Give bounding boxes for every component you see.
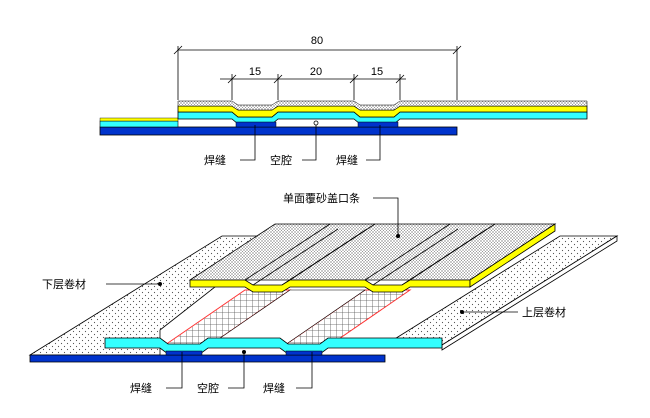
bottom-leader-lines [106,197,518,389]
bottom-weld-bar-left [165,350,203,356]
top-weld-right-label: 焊缝 [336,153,358,167]
dimension-total [173,45,462,100]
top-weld-left-label: 焊缝 [204,153,226,167]
top-sand-surface [177,100,588,111]
dimension-seg-mid-label: 20 [310,66,322,78]
top-left-yellow-strip [99,117,179,122]
upper-membrane-label: 上层卷材 [522,305,566,319]
bottom-cavity-marker [242,350,246,354]
cover-strip-surface [188,223,557,281]
upper-membrane-marker [460,310,464,314]
top-blue-base-layer [99,126,458,136]
top-cavity-marker [313,120,319,126]
bottom-cavity-label: 空腔 [197,381,219,395]
bottom-weld-bar-right [285,350,323,356]
top-cross-section: 80 15 20 15 焊缝 空腔 焊缝 [99,35,588,167]
cover-strip-ridges [244,223,496,286]
bottom-weld-left-label: 焊缝 [130,381,152,395]
lower-membrane-marker [158,282,162,286]
cover-strip-marker [396,234,400,238]
top-leader-lines [240,125,381,161]
dimension-total-label: 80 [311,35,323,47]
bottom-3d-view: 单面覆砂盖口条 下层卷材 上层卷材 焊缝 空腔 焊缝 [28,191,619,395]
top-weld-bar-left [235,121,277,128]
dimension-segments [220,74,406,100]
cover-strip-yellow-side [469,223,556,288]
cover-strip-label: 单面覆砂盖口条 [283,191,360,205]
bottom-weld-right-label: 焊缝 [263,381,285,395]
dimension-seg-right-label: 15 [371,66,383,78]
top-cavity-label: 空腔 [270,153,292,167]
top-left-cyan-strip [99,120,179,128]
lower-membrane-label: 下层卷材 [42,277,86,291]
top-weld-bar-right [357,121,399,128]
bottom-blue-base [29,354,386,363]
dimension-seg-left-label: 15 [249,66,261,78]
